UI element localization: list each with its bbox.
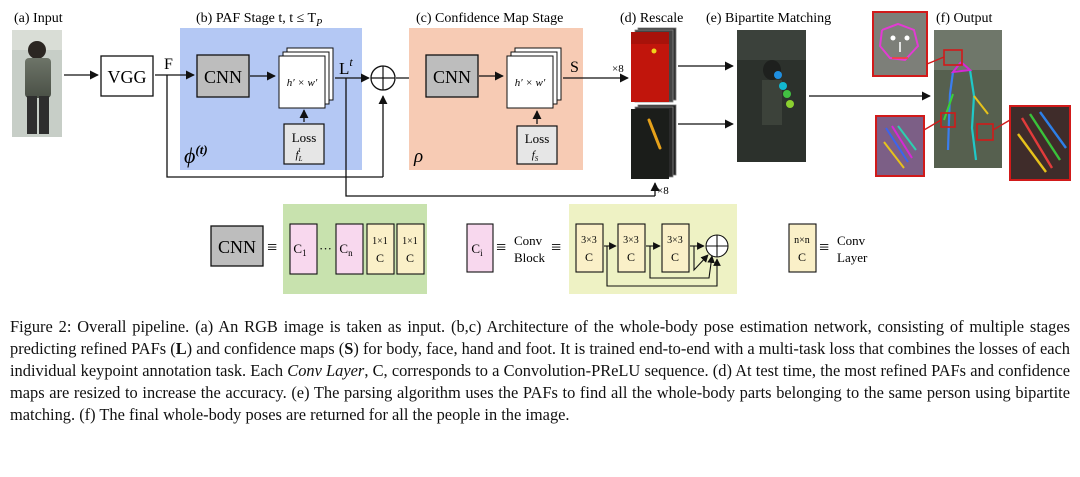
svg-text:1×1: 1×1 [402,236,418,247]
legend-sum-node [705,234,729,258]
svg-text:C: C [585,250,593,264]
rescaled-confidence-map [631,27,677,103]
stage-title-rescale: (d) Rescale [620,11,683,26]
legend-conv-block-line2: Block [514,250,546,265]
conf-loss-formula: fS [532,149,539,163]
svg-text:Ci: Ci [471,241,483,258]
stage-title-output: (f) Output [936,11,992,26]
caption-italic-conv-layer: Conv Layer [287,361,365,380]
paf-cnn-label: CNN [204,67,242,87]
legend-3x3-block-c: 3×3 C [661,223,690,273]
svg-text:C: C [406,251,414,265]
vgg-label: VGG [108,67,147,87]
svg-text:C: C [627,250,635,264]
conf-output-label: S [570,59,579,76]
conf-cnn-block [425,54,479,98]
legend-cnn-block [210,225,264,267]
svg-text:C: C [376,251,384,265]
paf-loss-label: Loss [292,130,317,145]
conf-loss-box [516,125,558,165]
conf-cnn-label: CNN [433,67,471,87]
legend-equiv-1: ≡ [267,237,277,257]
paf-loss-box [283,123,325,165]
conf-feature-map-label: h′ × w′ [515,77,546,89]
stage-title-input: (a) Input [14,11,63,26]
pipeline-figure: (a) Input (b) PAF Stage t, t ≤ TP (c) Co… [12,11,1071,294]
legend-ci-block: Ci [466,223,494,273]
paf-feature-map-label: h′ × w′ [287,77,318,89]
stage-title-matching: (e) Bipartite Matching [706,11,831,26]
vgg-block [100,55,154,97]
left-hand-zoom-inset [875,115,925,177]
conf-loss-label: Loss [525,131,550,146]
svg-text:n×n: n×n [794,235,810,246]
x8-bottom-label: ×8 [657,185,669,197]
legend-nxn-block: n×n C [788,223,817,273]
stage-title-confidence: (c) Confidence Map Stage [416,11,563,26]
legend-cn-block: Cn [335,223,364,275]
legend-1x1-block-b: 1×1 C [396,223,425,275]
legend-equiv-3: ≡ [551,237,561,257]
svg-text:C1: C1 [293,241,306,258]
legend-dots: ··· [319,241,332,256]
legend-cnn-label: CNN [218,237,256,257]
paf-output-label: Lt [339,55,353,78]
svg-text:1×1: 1×1 [372,236,388,247]
paf-cnn-block [196,54,250,98]
caption-bold-s: S [344,339,354,358]
legend-c1-block: C1 [289,223,318,275]
legend-conv-layer-line1: Conv [837,233,866,248]
rho-symbol: ρ [413,146,423,167]
stage-title-paf: (b) PAF Stage t, t ≤ TP [196,11,322,29]
legend-conv-block-line1: Conv [514,233,543,248]
legend-3x3-block-a: 3×3 C [575,223,604,273]
figure-caption: Figure 2: Overall pipeline. (a) An RGB i… [10,317,1070,424]
feature-label-f: F [164,56,173,73]
svg-text:C: C [798,250,806,264]
phi-symbol: ϕ(t) [184,142,208,168]
paf-loss-formula: fLt [296,146,303,163]
caption-bold-l: L [175,339,187,358]
face-zoom-inset [872,11,928,77]
output-image [934,30,1002,168]
x8-top-label: ×8 [612,63,624,75]
legend-equiv-2: ≡ [496,237,506,257]
right-hand-zoom-inset [1009,105,1071,181]
legend-1x1-block-a: 1×1 C [366,223,395,275]
legend-equiv-4: ≡ [819,237,829,257]
svg-text:Cn: Cn [339,241,353,258]
svg-text:3×3: 3×3 [667,235,683,246]
paf-feature-maps: h′ × w′ [278,47,334,109]
bipartite-matching-image [737,30,806,162]
svg-text:3×3: 3×3 [581,235,597,246]
legend-3x3-block-b: 3×3 C [617,223,646,273]
conf-feature-maps: h′ × w′ [506,47,562,109]
legend-conv-layer-line2: Layer [837,250,868,265]
svg-text:C: C [671,250,679,264]
svg-text:3×3: 3×3 [623,235,639,246]
input-photo [12,30,62,137]
concat-plus-node [370,65,396,91]
rescaled-paf-map [631,104,677,179]
